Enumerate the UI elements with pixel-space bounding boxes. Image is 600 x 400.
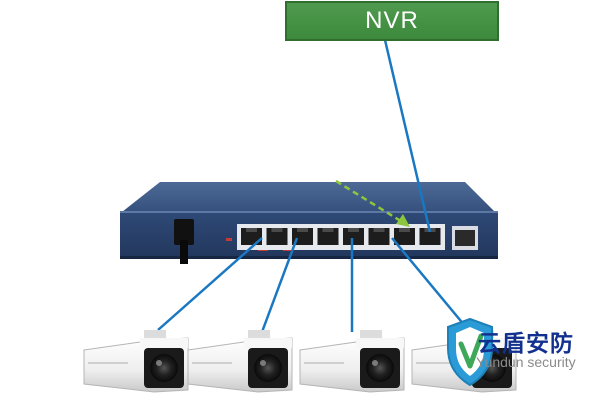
switch-port-1[interactable] (241, 228, 262, 245)
switch-port-2[interactable] (266, 228, 288, 245)
poe-switch (120, 182, 498, 264)
camera-body-stripe (416, 362, 456, 364)
switch-top-surface (122, 182, 495, 212)
switch-port-7[interactable] (394, 228, 415, 245)
camera-lens-glint (372, 360, 378, 366)
dashed-arrow (335, 179, 410, 227)
port-group (241, 228, 441, 245)
camera-1 (83, 330, 189, 393)
power-cable (180, 240, 188, 264)
switch-port-latch (271, 228, 283, 232)
brand-watermark: 云盾安防 Yundun security (420, 318, 600, 388)
camera-lens (150, 354, 178, 382)
link-nvr-to-switch (383, 39, 432, 233)
switch-port-8[interactable] (419, 228, 441, 245)
switch-port-latch (246, 228, 257, 232)
switch-port-4[interactable] (317, 228, 339, 245)
shield-logo (447, 317, 493, 387)
camera-body-stripe (88, 362, 128, 364)
camera-sunshield (140, 338, 188, 348)
camera-body-stripe (192, 362, 232, 364)
network-links (157, 39, 471, 333)
camera-lens-glint (156, 360, 162, 366)
camera-lens (254, 354, 282, 382)
camera-sunshield (244, 338, 292, 348)
switch-port-5[interactable] (343, 228, 364, 245)
power-connector (174, 219, 194, 245)
camera-sunshield (356, 338, 404, 348)
link-switch-camera-1 (157, 237, 263, 331)
camera-lens-glint (260, 360, 266, 366)
link-switch-camera-4 (391, 237, 471, 333)
switch-port-latch (297, 228, 308, 232)
camera-lens (366, 354, 394, 382)
switch-port-latch (348, 228, 359, 232)
camera-2 (187, 330, 293, 393)
nvr-label: NVR (365, 7, 419, 34)
switch-port-latch (322, 228, 334, 232)
uplink-port[interactable] (455, 230, 475, 246)
brand-subtitle: Yundun security (476, 354, 576, 370)
link-switch-camera-2 (260, 237, 299, 333)
nvr-box: NVR (285, 1, 499, 41)
switch-port-6[interactable] (368, 228, 390, 245)
switch-port-latch (399, 228, 410, 232)
camera-body-stripe (304, 362, 344, 364)
camera-3 (299, 330, 405, 393)
brand-name: 云盾安防 (478, 331, 574, 357)
switch-port-latch (373, 228, 385, 232)
